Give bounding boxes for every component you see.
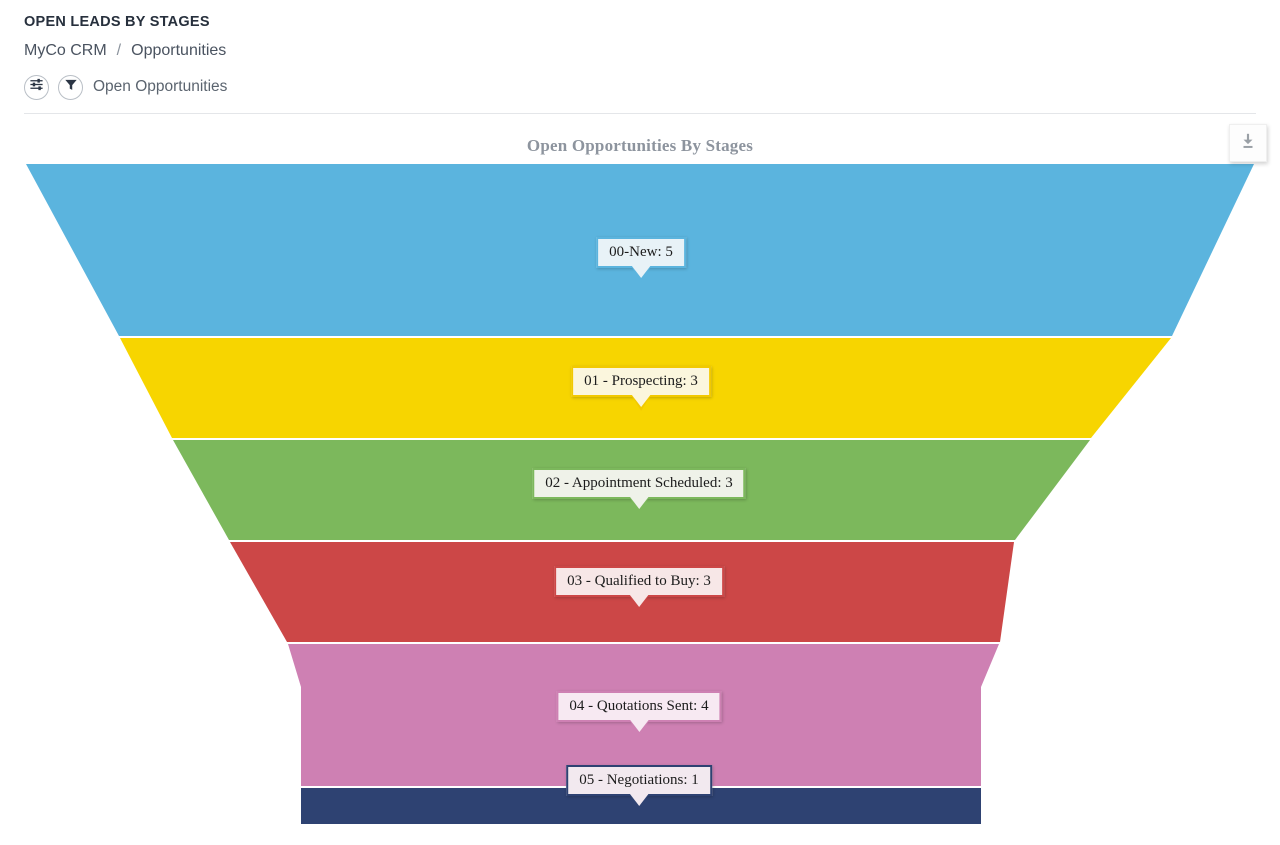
funnel-label-pointer-inner-2: [628, 496, 649, 509]
download-chart-button[interactable]: [1229, 124, 1267, 162]
funnel-label-pointer-inner-3: [628, 594, 649, 607]
funnel-label-text-0: 00-New: 5: [609, 244, 673, 260]
chart-title: Open Opportunities By Stages: [526, 136, 754, 155]
funnel-label-pointer-inner-1: [631, 394, 651, 407]
breadcrumb-current[interactable]: Opportunities: [131, 42, 227, 59]
settings-sliders-button[interactable]: [24, 74, 49, 100]
header-divider: [24, 113, 1256, 114]
page-title: OPEN LEADS BY STAGES: [24, 14, 210, 30]
funnel-filter-icon: [64, 78, 78, 97]
funnel-label-1: 01 - Prospecting: 3: [571, 366, 711, 411]
filter-toolbar: Open Opportunities: [24, 72, 1256, 102]
funnel-chart-container: Open Opportunities By Stages 00-New: 5 0…: [0, 114, 1280, 824]
breadcrumb: MyCo CRM / Opportunities: [24, 41, 1256, 61]
funnel-label-pointer-inner-0: [631, 265, 651, 278]
breadcrumb-separator: /: [116, 42, 122, 59]
sliders-icon: [29, 77, 44, 97]
filter-name-label[interactable]: Open Opportunities: [93, 78, 228, 95]
funnel-label-2: 02 - Appointment Scheduled: 3: [532, 468, 746, 513]
filter-funnel-button[interactable]: [58, 74, 83, 100]
funnel-label-0: 00-New: 5: [596, 237, 686, 282]
funnel-label-pointer-inner-5: [628, 793, 649, 806]
funnel-label-text-2: 02 - Appointment Scheduled: 3: [545, 475, 733, 491]
funnel-label-4: 04 - Quotations Sent: 4: [556, 691, 722, 736]
download-icon: [1239, 132, 1257, 155]
page-header: OPEN LEADS BY STAGES MyCo CRM / Opportun…: [0, 0, 1280, 114]
funnel-label-5: 05 - Negotiations: 1: [566, 765, 712, 810]
funnel-label-pointer-inner-4: [628, 719, 649, 732]
breadcrumb-root-link[interactable]: MyCo CRM: [24, 42, 107, 59]
funnel-label-text-1: 01 - Prospecting: 3: [584, 373, 698, 389]
funnel-label-text-4: 04 - Quotations Sent: 4: [569, 698, 709, 714]
funnel-label-text-5: 05 - Negotiations: 1: [579, 772, 699, 788]
funnel-label-text-3: 03 - Qualified to Buy: 3: [567, 573, 711, 589]
funnel-label-3: 03 - Qualified to Buy: 3: [554, 566, 724, 611]
